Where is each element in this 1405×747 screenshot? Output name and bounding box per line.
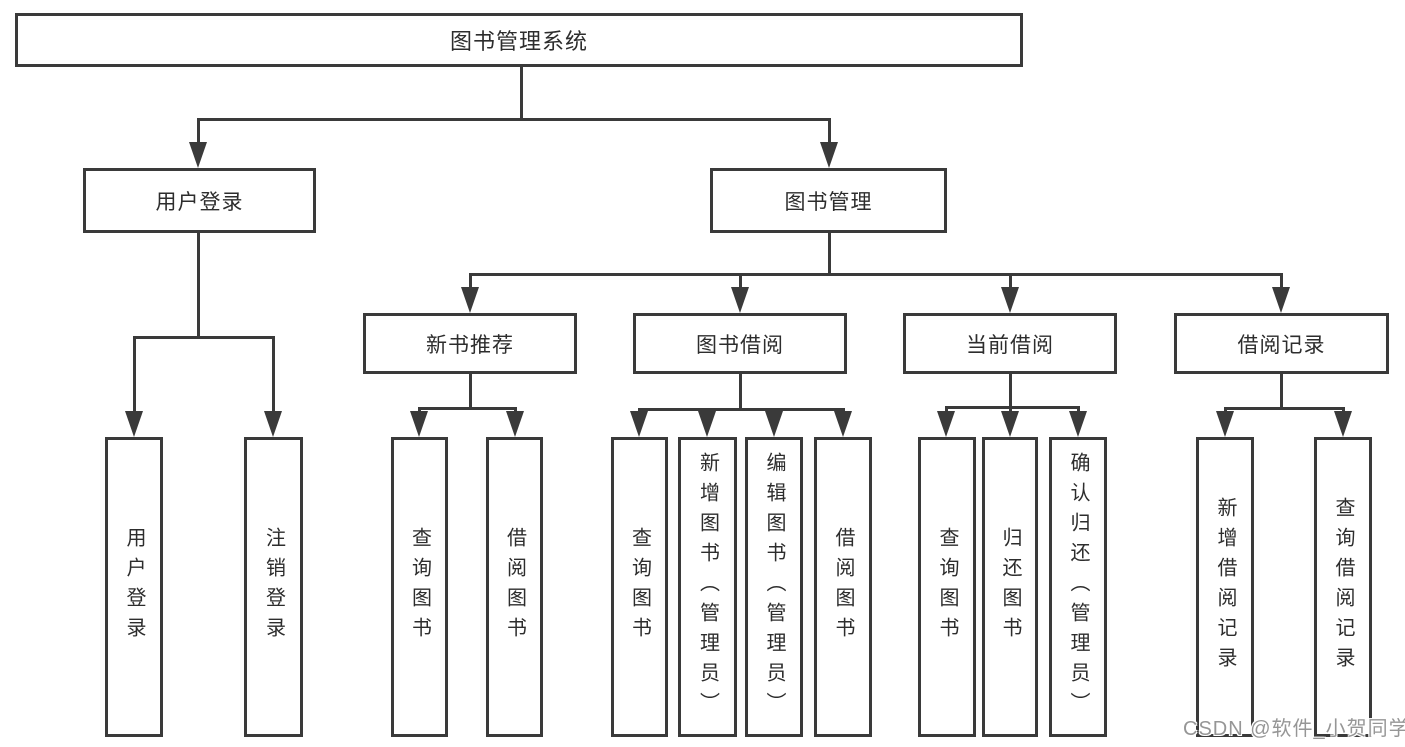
watermark: CSDN @软件_小贺同学 <box>1183 718 1405 740</box>
connector-bookmgmt-stem <box>828 232 831 273</box>
leaf-borrow-book-2: 借阅图书 <box>814 437 872 737</box>
arrow-head-icon <box>264 411 282 437</box>
leaf-edit-book-admin: 编辑图书（管理员） <box>745 437 803 737</box>
arrow-stem <box>469 273 472 289</box>
arrow-stem <box>1077 406 1080 413</box>
arrow-stem <box>1224 407 1227 413</box>
arrow-stem <box>1280 273 1283 289</box>
arrow-stem <box>272 336 275 413</box>
arrow-stem <box>828 118 831 144</box>
connector-newbookrec-bar <box>418 407 517 410</box>
arrow-stem <box>773 408 776 413</box>
node-root: 图书管理系统 <box>15 13 1023 67</box>
arrow-head-icon <box>731 287 749 313</box>
arrow-stem <box>197 118 200 144</box>
node-new-book-rec: 新书推荐 <box>363 313 577 374</box>
connector-root-bar <box>197 118 831 121</box>
arrow-stem <box>739 273 742 289</box>
arrow-head-icon <box>834 411 852 437</box>
leaf-borrow-book-1: 借阅图书 <box>486 437 543 737</box>
arrow-head-icon <box>410 411 428 437</box>
arrow-stem <box>1009 273 1012 289</box>
connector-newbookrec-stem <box>469 373 472 407</box>
arrow-head-icon <box>1001 411 1019 437</box>
node-book-mgmt: 图书管理 <box>710 168 947 233</box>
arrow-head-icon <box>1069 411 1087 437</box>
arrow-head-icon <box>698 411 716 437</box>
node-user-login: 用户登录 <box>83 168 316 233</box>
arrow-stem <box>1009 406 1012 413</box>
arrow-stem <box>706 408 709 413</box>
connector-bookmgmt-bar <box>469 273 1283 276</box>
arrow-stem <box>133 336 136 413</box>
connector-userlogin-stem <box>197 232 200 336</box>
leaf-query-book-1: 查询图书 <box>391 437 448 737</box>
leaf-return-book: 归还图书 <box>982 437 1038 737</box>
leaf-confirm-return-admin: 确认归还（管理员） <box>1049 437 1107 737</box>
arrow-head-icon <box>1272 287 1290 313</box>
connector-bookborrow-stem <box>739 373 742 408</box>
leaf-query-book-3: 查询图书 <box>918 437 976 737</box>
connector-bookborrow-bar <box>638 408 845 411</box>
arrow-head-icon <box>1001 287 1019 313</box>
arrow-head-icon <box>937 411 955 437</box>
leaf-user-login: 用户登录 <box>105 437 163 737</box>
arrow-stem <box>1342 407 1345 413</box>
connector-currentborrow-bar <box>945 406 1080 409</box>
leaf-add-book-admin: 新增图书（管理员） <box>678 437 737 737</box>
arrow-head-icon <box>765 411 783 437</box>
connector-userlogin-bar <box>133 336 275 339</box>
arrow-head-icon <box>820 142 838 168</box>
arrow-stem <box>842 408 845 413</box>
arrow-head-icon <box>1334 411 1352 437</box>
arrow-stem <box>638 408 641 413</box>
connector-borrowrecords-bar <box>1224 407 1345 410</box>
leaf-logout: 注销登录 <box>244 437 303 737</box>
arrow-head-icon <box>461 287 479 313</box>
connector-currentborrow-stem <box>1009 373 1012 406</box>
leaf-query-borrow-record: 查询借阅记录 <box>1314 437 1372 737</box>
leaf-query-book-2: 查询图书 <box>611 437 668 737</box>
arrow-stem <box>418 407 421 413</box>
arrow-head-icon <box>506 411 524 437</box>
arrow-head-icon <box>189 142 207 168</box>
connector-borrowrecords-stem <box>1280 373 1283 407</box>
node-borrow-records: 借阅记录 <box>1174 313 1389 374</box>
node-current-borrow: 当前借阅 <box>903 313 1117 374</box>
leaf-add-borrow-record: 新增借阅记录 <box>1196 437 1254 737</box>
node-book-borrow: 图书借阅 <box>633 313 847 374</box>
arrow-head-icon <box>125 411 143 437</box>
arrow-head-icon <box>630 411 648 437</box>
arrow-stem <box>945 406 948 413</box>
arrow-head-icon <box>1216 411 1234 437</box>
connector-root-stem <box>520 66 523 119</box>
arrow-stem <box>514 407 517 413</box>
